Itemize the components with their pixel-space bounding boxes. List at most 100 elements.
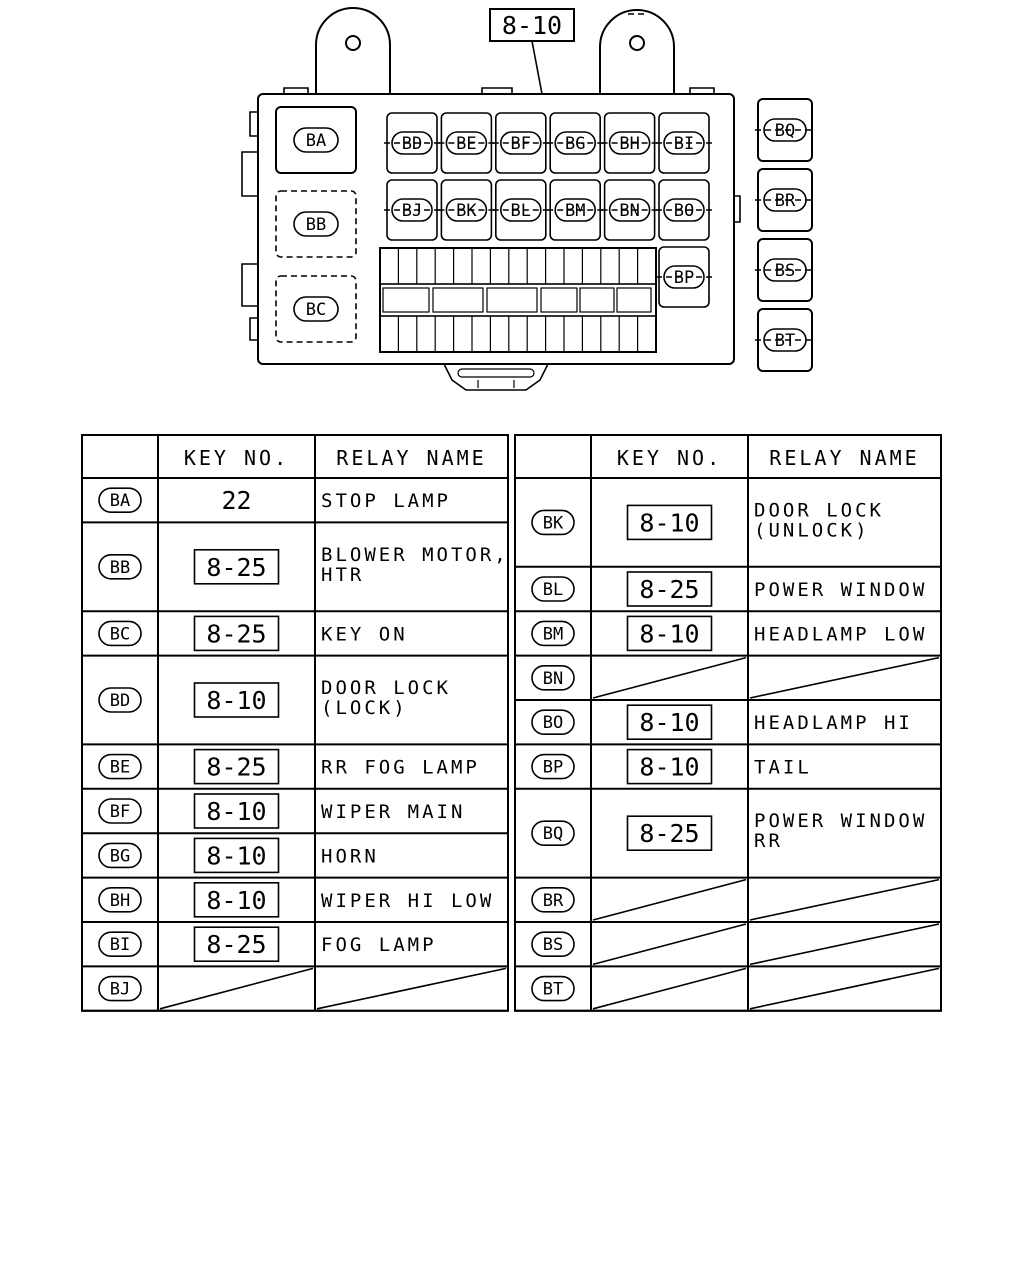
key-box: [193, 682, 280, 718]
key-box: [626, 748, 713, 785]
header-key-no: KEY NO.: [184, 446, 289, 470]
empty-key-slash: [159, 967, 314, 1010]
relay-code-bi: BI: [663, 131, 705, 155]
relay-name: RR FOG LAMP: [321, 757, 480, 779]
row-code-bi: BI: [98, 931, 142, 958]
row-code-bg: BG: [98, 842, 142, 869]
fuse-slot: [486, 287, 538, 313]
relay-code-bt: BT: [763, 328, 807, 352]
key-box: [626, 504, 713, 541]
row-code-bs: BS: [531, 931, 575, 958]
relay-slot-br: BR: [755, 168, 815, 232]
key-callout: 8-10: [489, 8, 575, 95]
relay-name: WIPER MAIN: [321, 801, 465, 823]
relay-code-label: BI: [674, 134, 694, 154]
key-box: [626, 615, 713, 652]
row-code-bj: BJ: [98, 975, 142, 1002]
row-code-bq: BQ: [531, 820, 575, 847]
relay-code-bq: BQ: [763, 118, 807, 142]
header-relay-name: RELAY NAME: [336, 446, 486, 470]
relay-name: STOP LAMP: [321, 490, 451, 512]
relay-code-label: BP: [543, 758, 563, 778]
key-no: 8-10: [206, 886, 266, 915]
relay-slot-bo: BO: [656, 179, 712, 241]
relay-name-line: DOOR LOCK: [754, 499, 884, 521]
relay-slot-bl: BL: [492, 179, 549, 241]
relay-code-label: BE: [110, 758, 130, 778]
relay-code-bk: BK: [445, 198, 488, 222]
relay-code-bg: BG: [554, 131, 597, 155]
fuse-section: [379, 247, 657, 353]
empty-name-slash: [749, 878, 940, 921]
key-no: 8-10: [639, 508, 699, 537]
relay-code-label: BR: [775, 191, 796, 211]
relay-code-bh: BH: [608, 131, 651, 155]
empty-key-slash: [592, 878, 747, 921]
relay-code-bn: BN: [608, 198, 651, 222]
row-code-bo: BO: [531, 709, 575, 736]
relay-code-label: BH: [619, 134, 639, 154]
row-code-br: BR: [531, 886, 575, 913]
relay-code-label: BG: [565, 134, 585, 154]
fuse-slot: [432, 287, 484, 313]
key-no: 8-25: [639, 575, 699, 604]
relay-code-label: BO: [674, 201, 694, 221]
key-no: 8-25: [206, 553, 266, 582]
relay-code-label: BB: [306, 215, 326, 235]
relay-code-label: BE: [456, 134, 476, 154]
key-no: 8-10: [639, 753, 699, 782]
row-code-ba: BA: [98, 487, 142, 514]
row-code-bc: BC: [98, 620, 142, 647]
relay-code-bl: BL: [499, 198, 542, 222]
relay-code-label: BD: [110, 691, 130, 711]
empty-name-slash: [316, 967, 507, 1010]
relay-code-label: BS: [775, 261, 795, 281]
empty-name-slash: [749, 967, 940, 1010]
row-code-bn: BN: [531, 664, 575, 691]
key-no: 8-10: [639, 708, 699, 737]
relay-name: POWER WINDOW: [754, 579, 927, 601]
row-code-bb: BB: [98, 553, 142, 580]
relay-code-label: BD: [402, 134, 422, 154]
row-code-bm: BM: [531, 620, 575, 647]
relay-block-housing: [241, 93, 741, 391]
key-box: [626, 571, 713, 607]
key-box: [193, 926, 280, 963]
row-code-bf: BF: [98, 798, 142, 824]
relay-code-label: BT: [543, 980, 563, 1000]
row-code-bl: BL: [531, 576, 575, 602]
relay-code-label: BF: [511, 134, 531, 154]
relay-code-label: BC: [110, 624, 130, 644]
empty-key-slash: [592, 923, 747, 966]
key-no: 8-25: [206, 930, 266, 959]
relay-code-label: BN: [543, 669, 563, 689]
relay-code-ba: BA: [293, 127, 339, 153]
relay-slot-ba: BA: [275, 106, 357, 174]
empty-key-slash: [592, 656, 747, 699]
fuse-slot: [382, 287, 430, 313]
relay-code-label: BJ: [402, 201, 422, 221]
key-no: 8-10: [639, 619, 699, 648]
relay-slot-bc: BC: [275, 275, 357, 343]
row-code-bh: BH: [98, 886, 142, 913]
relay-name: KEY ON: [321, 623, 408, 645]
empty-key-slash: [592, 967, 747, 1010]
empty-name-slash: [749, 923, 940, 966]
relay-code-bb: BB: [293, 211, 339, 237]
relay-code-label: BC: [306, 300, 326, 320]
relay-slot-bm: BM: [547, 179, 604, 241]
key-no: 8-25: [206, 753, 266, 782]
relay-code-label: BM: [565, 201, 585, 221]
relay-code-bo: BO: [663, 198, 705, 222]
relay-name-line: RR: [754, 830, 783, 852]
table-row-bt: BT: [515, 967, 941, 1012]
table-row-br: BR: [515, 878, 941, 923]
key-box: [626, 815, 713, 852]
